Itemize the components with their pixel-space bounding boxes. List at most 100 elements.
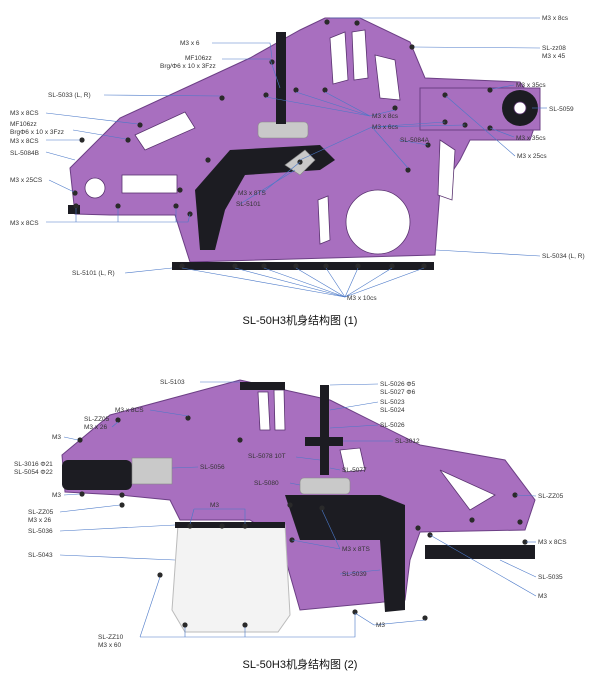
bolt — [415, 525, 421, 531]
label-sl5033: SL-5033 (L, R) — [48, 92, 91, 99]
leader-lines-1 — [45, 17, 547, 298]
leader — [59, 504, 121, 513]
bolt — [512, 492, 518, 498]
bolt — [293, 87, 299, 93]
leader — [59, 524, 176, 532]
bolt — [261, 263, 267, 269]
label-slzz05-a: SL-ZZ05 — [84, 416, 110, 423]
leader — [45, 112, 139, 125]
label-sl5039: SL-5039 — [342, 571, 367, 578]
bolt — [263, 92, 269, 98]
label-sl5103: SL-5103 — [160, 379, 185, 386]
caption-diagram-1: SL-50H3机身结构图 (1) — [243, 313, 358, 327]
bolt — [79, 137, 85, 143]
leader — [194, 508, 246, 524]
bolt — [322, 87, 328, 93]
label-slzz05-r: SL-ZZ05 — [538, 493, 564, 500]
leader — [265, 96, 371, 117]
bolt — [522, 539, 528, 545]
leader — [491, 84, 515, 90]
hole-left — [84, 177, 106, 199]
label-m3-b: M3 — [52, 492, 61, 499]
label-sl3016: SL-3016 Φ21 — [14, 461, 53, 468]
bolt — [324, 19, 330, 25]
bolt — [469, 517, 475, 523]
label-m3x26-a: M3 x 26 — [84, 424, 108, 431]
leader — [371, 121, 446, 128]
label-m3x8cs: M3 x 8CS — [115, 407, 144, 414]
label-sl5043: SL-5043 — [28, 552, 53, 559]
label-slzz05-b: SL-ZZ05 — [28, 509, 54, 516]
leader-lines-2 — [59, 381, 537, 638]
leader — [45, 151, 76, 161]
leader — [212, 42, 273, 59]
label-m3x8cs-r: M3 x 8CS — [538, 539, 567, 546]
leader — [489, 127, 515, 138]
bolt — [177, 187, 183, 193]
bolt — [79, 491, 85, 497]
leader — [413, 46, 541, 49]
cutout-long-left — [134, 111, 196, 151]
leader — [435, 249, 541, 257]
leader — [344, 267, 359, 298]
caption-diagram-2: SL-50H3机身结构图 (2) — [243, 657, 358, 671]
bolt — [319, 505, 325, 511]
leader — [124, 267, 173, 274]
leader — [261, 161, 301, 194]
sl5043-fuel-tank — [171, 524, 291, 633]
tail-bearing-inner — [513, 101, 527, 115]
leader — [371, 124, 466, 128]
label-sl5036: SL-5036 — [28, 528, 53, 535]
label-m3x8cs-b: M3 x 8CS — [10, 138, 39, 145]
label-m3x6cs: M3 x 6cs — [372, 124, 399, 131]
leader — [354, 612, 375, 626]
label-sl5078: SL-5078 10T — [248, 453, 286, 460]
leader — [329, 383, 379, 386]
label-m3x35cs-a: M3 x 35cs — [516, 82, 546, 89]
leader — [344, 267, 425, 298]
label-slzz08: SL-zz08 — [542, 45, 566, 52]
label-sl5023: SL-5023 — [380, 399, 405, 406]
label-sl5084b: SL-5084B — [10, 150, 39, 157]
leader — [339, 569, 381, 575]
leader — [329, 424, 379, 429]
label-m3x10cs: M3 x 10cs — [347, 295, 377, 302]
cutout-upper-1 — [329, 31, 349, 85]
bolt — [242, 622, 248, 628]
leader — [295, 456, 321, 461]
leader — [369, 109, 396, 117]
label-sl5034: SL-5034 (L, R) — [542, 253, 585, 260]
fan-opening — [345, 189, 411, 255]
main-shaft — [276, 32, 286, 124]
leader — [445, 95, 516, 157]
label-m3x25cs: M3 x 25CS — [10, 177, 43, 184]
bolt — [242, 523, 248, 529]
label-m3x8cs-mid: M3 x 8cs — [372, 113, 399, 120]
bolt — [421, 263, 427, 269]
bolt — [137, 122, 143, 128]
leader — [299, 126, 373, 161]
cutout-right-tri — [439, 469, 496, 511]
leader — [295, 267, 346, 298]
bolt — [205, 157, 211, 163]
leader — [48, 179, 75, 193]
label-sl5084a: SL-5084A — [400, 137, 430, 144]
label-sl5077: SL-5077 — [342, 467, 367, 474]
label-m3-r: M3 — [538, 593, 547, 600]
leader — [63, 493, 81, 496]
leader — [140, 614, 356, 638]
cutout-upper-2 — [351, 29, 369, 81]
sl3012-block — [305, 437, 343, 446]
bolt — [187, 523, 193, 529]
leader — [295, 91, 371, 117]
label-sl5035: SL-5035 — [538, 574, 563, 581]
leader — [289, 482, 301, 486]
bolt — [219, 95, 225, 101]
leader — [46, 213, 191, 223]
bolts-diagram-2 — [77, 415, 528, 628]
label-brg-b: BrgΦ6 x 10 x 3Fzz — [10, 129, 64, 136]
label-sl5026b: SL-5026 — [380, 422, 405, 429]
bolt — [182, 622, 188, 628]
bolt — [392, 105, 398, 111]
leader — [515, 494, 537, 497]
